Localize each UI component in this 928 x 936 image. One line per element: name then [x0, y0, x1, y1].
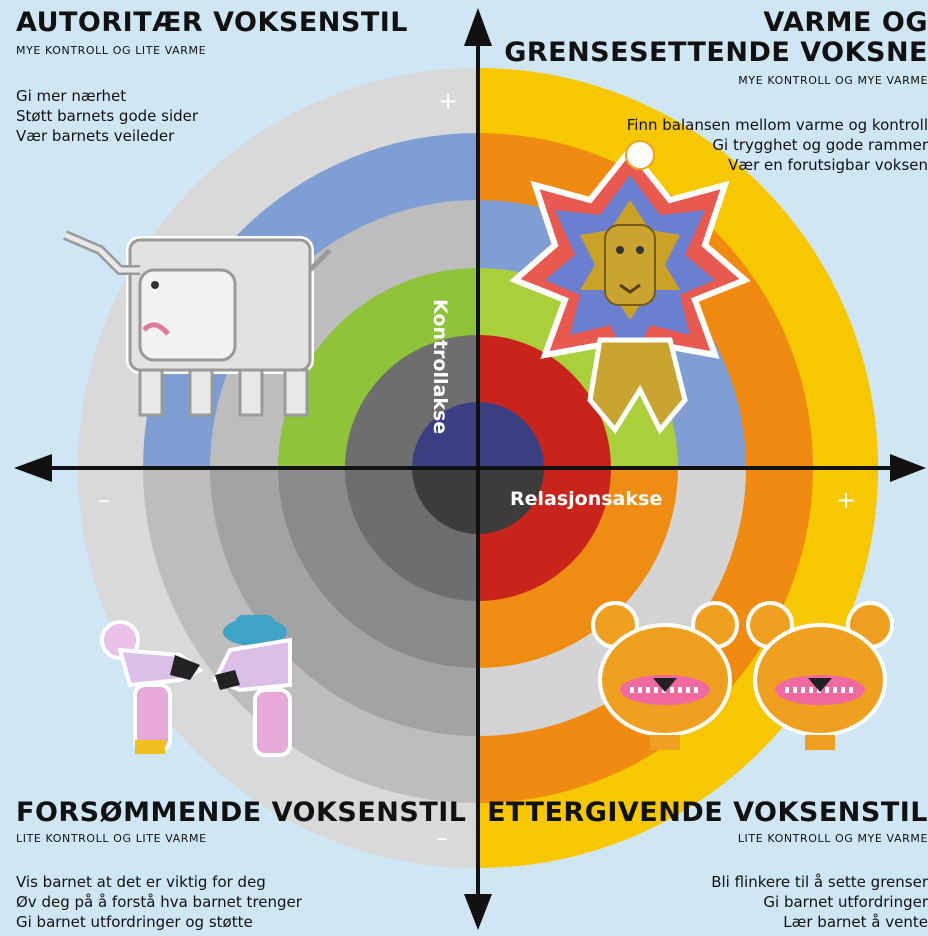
tip: Bli flinkere til å sette grenser: [711, 873, 928, 891]
title-warm-line2: GRENSESETTENDE VOKSNE: [504, 37, 928, 68]
tip: Øv deg på å forstå hva barnet trenger: [16, 893, 302, 911]
vertical-axis-label: Kontrollakse: [429, 299, 451, 435]
axes: [14, 8, 926, 930]
minus-sign-left: –: [98, 486, 110, 514]
tip: Støtt barnets gode sider: [16, 107, 199, 125]
tip: Gi trygghet og gode rammer: [712, 136, 928, 154]
tip: Gi mer nærhet: [16, 87, 127, 105]
minus-sign-bottom: –: [436, 824, 448, 852]
tip: Lær barnet å vente: [783, 913, 928, 931]
subtitle-neglectful: LITE KONTROLL OG LITE VARME: [16, 832, 207, 845]
plus-sign-right: +: [836, 486, 857, 514]
tip: Finn balansen mellom varme og kontroll: [626, 116, 928, 134]
plus-sign-top: +: [438, 87, 459, 115]
title-permissive: ETTERGIVENDE VOKSENSTIL: [487, 797, 928, 828]
tip: Vis barnet at det er viktig for deg: [16, 873, 266, 891]
tip: Vær en forutsigbar voksen: [728, 156, 928, 174]
arrow-up-icon: [464, 8, 492, 46]
lion-icon: [509, 140, 751, 435]
tips-authoritarian: Gi mer nærhet Støtt barnets gode sider V…: [16, 86, 198, 146]
arrow-right-icon: [890, 454, 926, 482]
subtitle-warm: MYE KONTROLL OG MYE VARME: [738, 74, 928, 87]
bears-icon: [591, 601, 894, 750]
title-warm-line1: VARME OG: [763, 7, 928, 38]
tips-permissive: Bli flinkere til å sette grenser Gi barn…: [711, 872, 928, 932]
mice-icon: [100, 615, 292, 757]
title-authoritarian: AUTORITÆR VOKSENSTIL: [16, 7, 408, 38]
arrow-left-icon: [14, 454, 52, 482]
elephant-icon: [63, 230, 332, 417]
subtitle-authoritarian: MYE KONTROLL OG LITE VARME: [16, 44, 207, 57]
tip: Vær barnets veileder: [16, 127, 175, 145]
tip: Gi barnet utfordringer og støtte: [16, 913, 253, 931]
tip: Gi barnet utfordringer: [763, 893, 928, 911]
tips-neglectful: Vis barnet at det er viktig for deg Øv d…: [16, 872, 302, 932]
arrow-down-icon: [464, 894, 492, 930]
subtitle-permissive: LITE KONTROLL OG MYE VARME: [737, 832, 928, 845]
tips-warm: Finn balansen mellom varme og kontroll G…: [627, 115, 928, 175]
horizontal-axis-label: Relasjonsakse: [510, 488, 663, 510]
title-neglectful: FORSØMMENDE VOKSENSTIL: [16, 797, 467, 828]
